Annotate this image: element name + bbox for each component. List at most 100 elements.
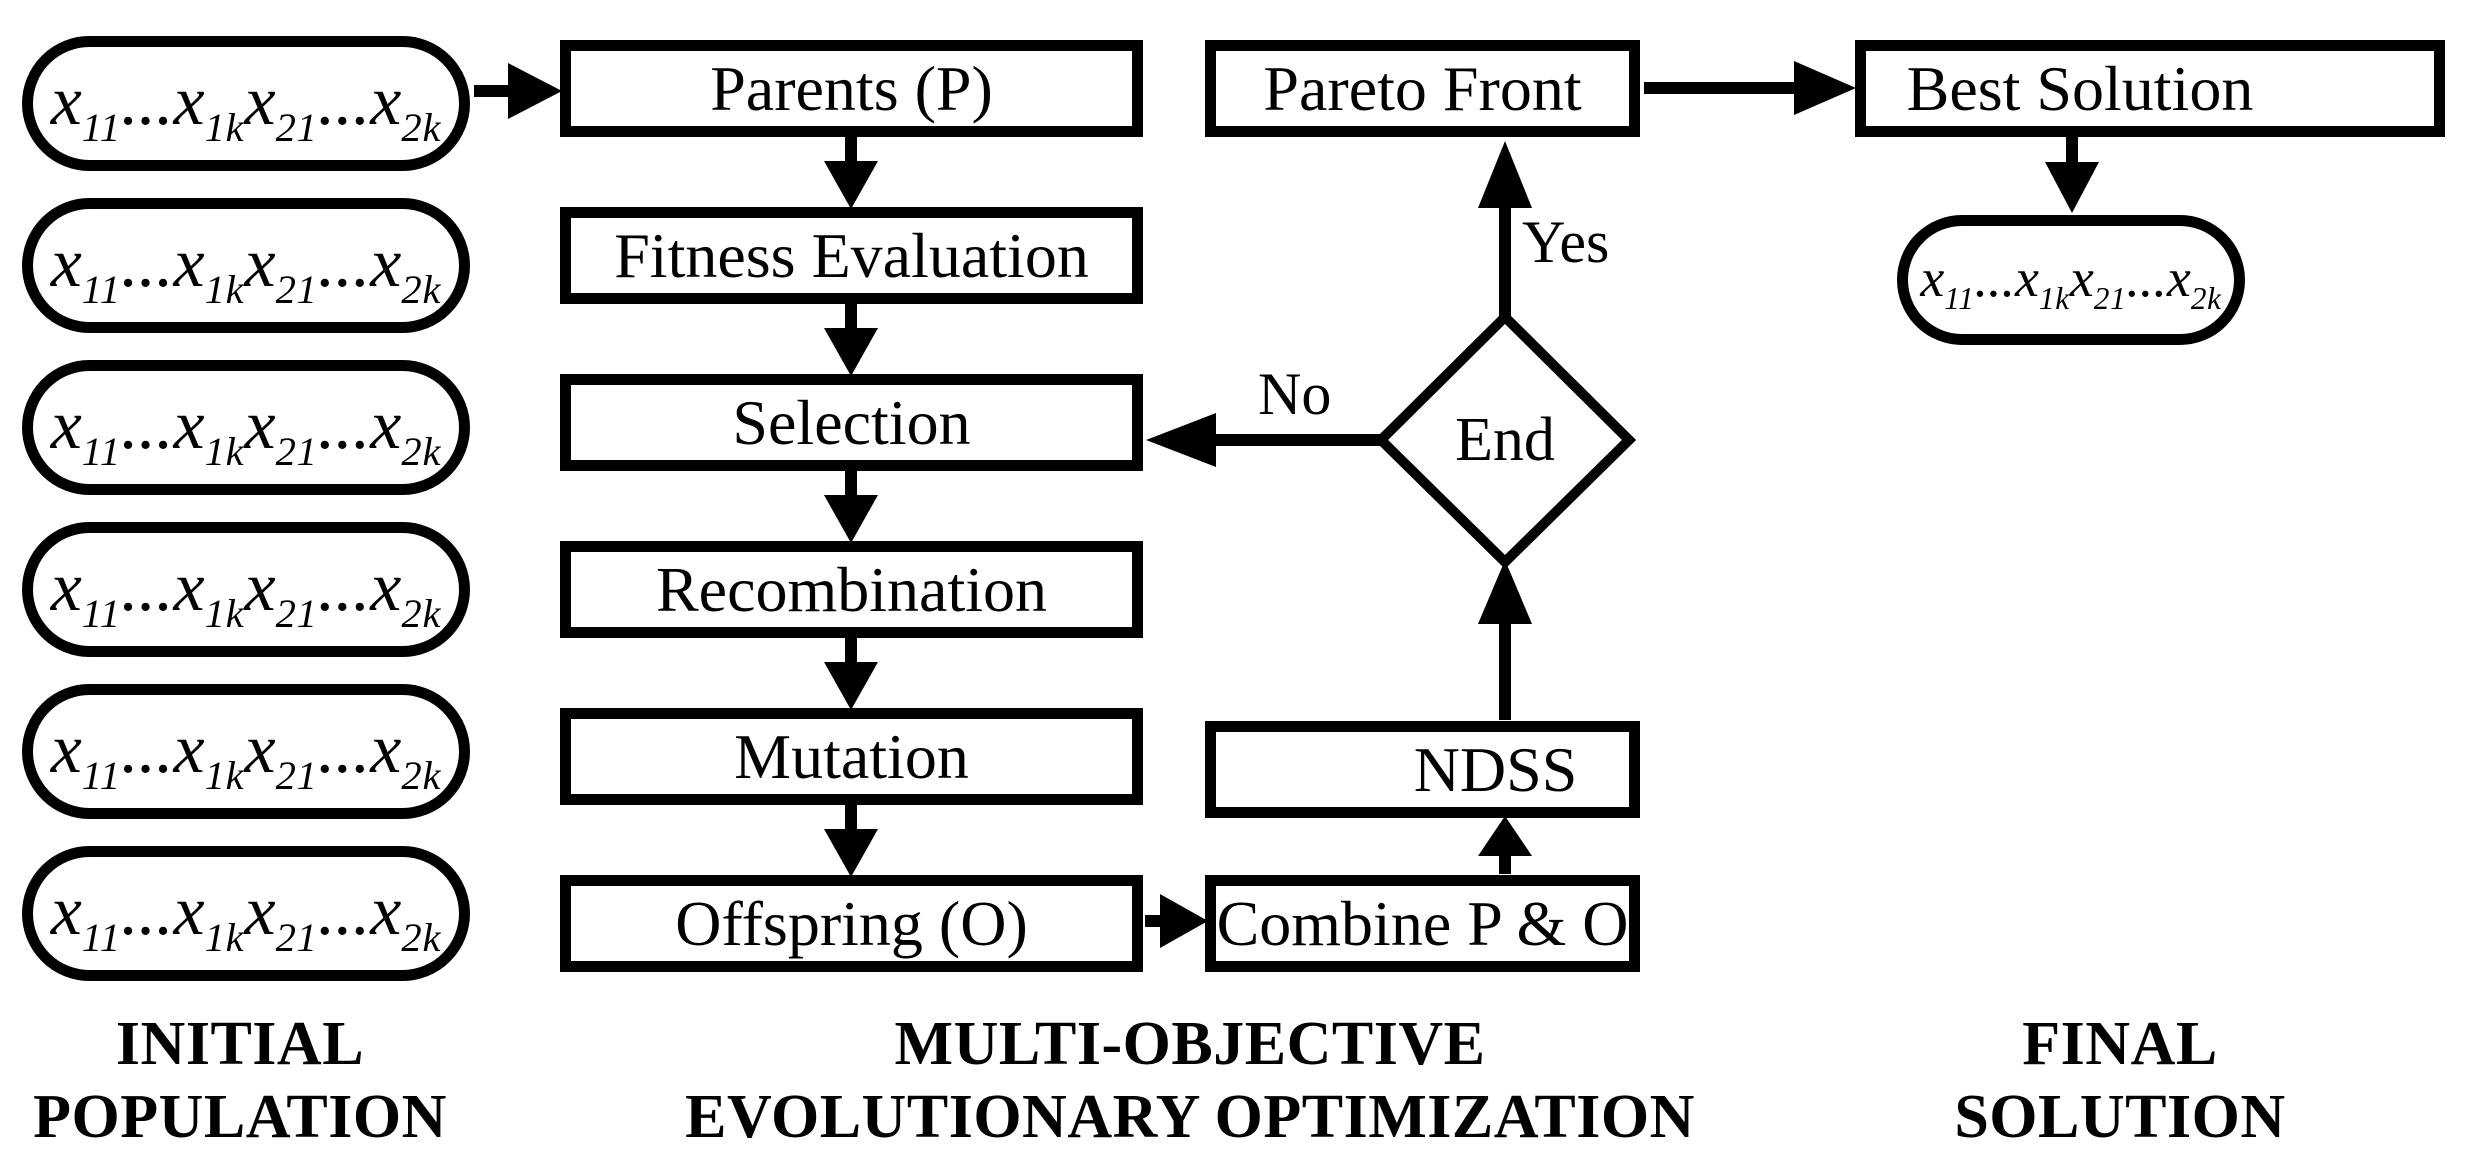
- chromosome-capsule-3: x11...x1kx21...x2k: [22, 360, 470, 495]
- formula-term: x: [2069, 248, 2094, 308]
- formula-subscript: 21: [275, 429, 318, 475]
- formula-term: x: [244, 549, 276, 626]
- formula-term: ...: [120, 387, 174, 464]
- arrow-mutation-to-offspring: [824, 804, 878, 877]
- formula-term: x: [50, 873, 82, 950]
- formula-term: ...: [317, 63, 371, 140]
- formula-subscript: 11: [81, 753, 121, 799]
- formula-term: x: [244, 873, 276, 950]
- formula-term: x: [173, 549, 205, 626]
- arrow-recombination-to-mutation: [824, 637, 878, 710]
- node-offspring: Offspring (O): [560, 875, 1143, 972]
- formula-subscript: 11: [81, 915, 121, 961]
- arrow-population-to-parents: [474, 63, 562, 119]
- node-mutation: Mutation: [560, 708, 1143, 805]
- formula-term: x: [370, 711, 402, 788]
- formula-subscript: 11: [81, 105, 121, 151]
- formula-subscript: 2k: [401, 915, 442, 961]
- arrow-pareto-to-best: [1644, 61, 1856, 115]
- caption-initial-population: INITIAL POPULATION: [16, 1008, 464, 1154]
- formula-subscript: 21: [275, 267, 318, 313]
- node-recombination: Recombination: [560, 541, 1143, 638]
- formula-term: x: [173, 873, 205, 950]
- formula-term: x: [173, 711, 205, 788]
- formula-subscript: 11: [81, 267, 121, 313]
- formula-subscript: 2k: [401, 591, 442, 637]
- formula-term: ...: [317, 711, 371, 788]
- formula-term: x: [50, 225, 82, 302]
- edge-label-yes: Yes: [1522, 209, 1610, 275]
- caption-multi-objective: MULTI-OBJECTIVE EVOLUTIONARY OPTIMIZATIO…: [640, 1008, 1740, 1154]
- node-parents: Parents (P): [560, 40, 1143, 137]
- formula-term: x: [50, 711, 82, 788]
- formula-term: ...: [317, 549, 371, 626]
- caption-final-selection: FINAL SOLUTION SELECTION: [1855, 1008, 2385, 1158]
- formula-subscript: 1k: [204, 267, 245, 313]
- formula-term: ...: [317, 387, 371, 464]
- formula-subscript: 1k: [2039, 281, 2070, 317]
- formula-term: x: [173, 63, 205, 140]
- formula-term: x: [2166, 248, 2191, 308]
- edge-label-no: No: [1258, 361, 1332, 427]
- formula-subscript: 21: [275, 105, 318, 151]
- formula-subscript: 1k: [204, 105, 245, 151]
- chromosome-capsule-5: x11...x1kx21...x2k: [22, 684, 470, 819]
- formula-term: ...: [1974, 248, 2016, 308]
- arrow-offspring-to-combine: [1145, 894, 1208, 948]
- chromosome-capsule-2: x11...x1kx21...x2k: [22, 198, 470, 333]
- formula-subscript: 1k: [204, 429, 245, 475]
- formula-term: x: [50, 63, 82, 140]
- formula-term: ...: [120, 549, 174, 626]
- formula-term: ...: [120, 711, 174, 788]
- arrow-fitness-to-selection: [824, 303, 878, 376]
- formula-subscript: 1k: [204, 753, 245, 799]
- formula-subscript: 2k: [401, 429, 442, 475]
- formula-subscript: 1k: [204, 591, 245, 637]
- formula-term: x: [2015, 248, 2040, 308]
- formula-term: x: [244, 63, 276, 140]
- caption-final-selection-line1: FINAL SOLUTION: [1954, 1010, 2286, 1151]
- formula-subscript: 2k: [401, 267, 442, 313]
- formula-subscript: 21: [2093, 281, 2127, 317]
- formula-term: x: [244, 387, 276, 464]
- formula-term: x: [370, 549, 402, 626]
- formula-term: ...: [317, 873, 371, 950]
- node-selection: Selection: [560, 374, 1143, 471]
- formula-subscript: 21: [275, 591, 318, 637]
- formula-subscript: 11: [81, 591, 121, 637]
- formula-term: ...: [2126, 248, 2167, 308]
- formula-term: ...: [120, 873, 174, 950]
- node-fitness-evaluation: Fitness Evaluation: [560, 207, 1143, 304]
- arrow-parents-to-fitness: [824, 136, 878, 209]
- caption-initial-population-line2: POPULATION: [33, 1083, 447, 1151]
- best-solution-capsule: x11...x1kx21...x2k: [1897, 215, 2245, 345]
- formula-term: x: [173, 225, 205, 302]
- formula-subscript: 21: [275, 753, 318, 799]
- formula-subscript: 2k: [401, 753, 442, 799]
- node-best-solution: Best Solution: [1855, 40, 2445, 137]
- node-pareto-front: Pareto Front: [1205, 40, 1640, 137]
- formula-term: x: [370, 873, 402, 950]
- formula-term: x: [370, 63, 402, 140]
- formula-term: x: [173, 387, 205, 464]
- formula-term: x: [370, 387, 402, 464]
- arrow-end-to-pareto-yes: [1478, 141, 1532, 319]
- arrow-combine-to-ndss: [1478, 816, 1532, 874]
- formula-term: ...: [317, 225, 371, 302]
- node-ndss: NDSS: [1205, 721, 1640, 818]
- formula-subscript: 2k: [401, 105, 442, 151]
- caption-multi-objective-line2: EVOLUTIONARY OPTIMIZATION: [685, 1083, 1695, 1151]
- formula-term: x: [244, 225, 276, 302]
- formula-term: x: [1920, 248, 1945, 308]
- formula-term: ...: [120, 225, 174, 302]
- formula-term: x: [370, 225, 402, 302]
- arrow-end-to-selection-no: [1146, 413, 1383, 467]
- arrow-best-to-solution: [2045, 136, 2099, 213]
- formula-subscript: 1k: [204, 915, 245, 961]
- end-decision-label: End: [1455, 406, 1555, 474]
- arrow-ndss-to-end: [1478, 560, 1532, 720]
- chromosome-capsule-6: x11...x1kx21...x2k: [22, 846, 470, 981]
- formula-subscript: 11: [81, 429, 121, 475]
